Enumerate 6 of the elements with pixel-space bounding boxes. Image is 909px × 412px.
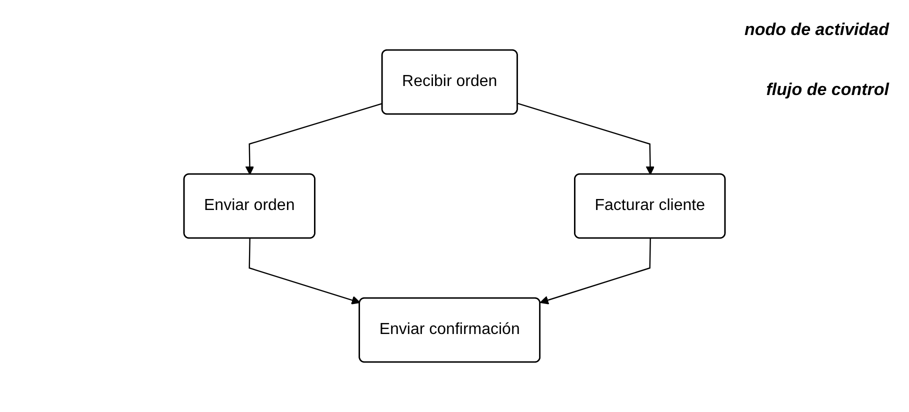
arrow bbox=[248, 238, 360, 304]
annotation-text: flujo de control bbox=[766, 80, 889, 100]
arrow bbox=[518, 102, 655, 175]
arrow bbox=[245, 102, 383, 175]
arrow bbox=[540, 238, 651, 304]
annotation-text: nodo de actividad bbox=[744, 20, 889, 40]
